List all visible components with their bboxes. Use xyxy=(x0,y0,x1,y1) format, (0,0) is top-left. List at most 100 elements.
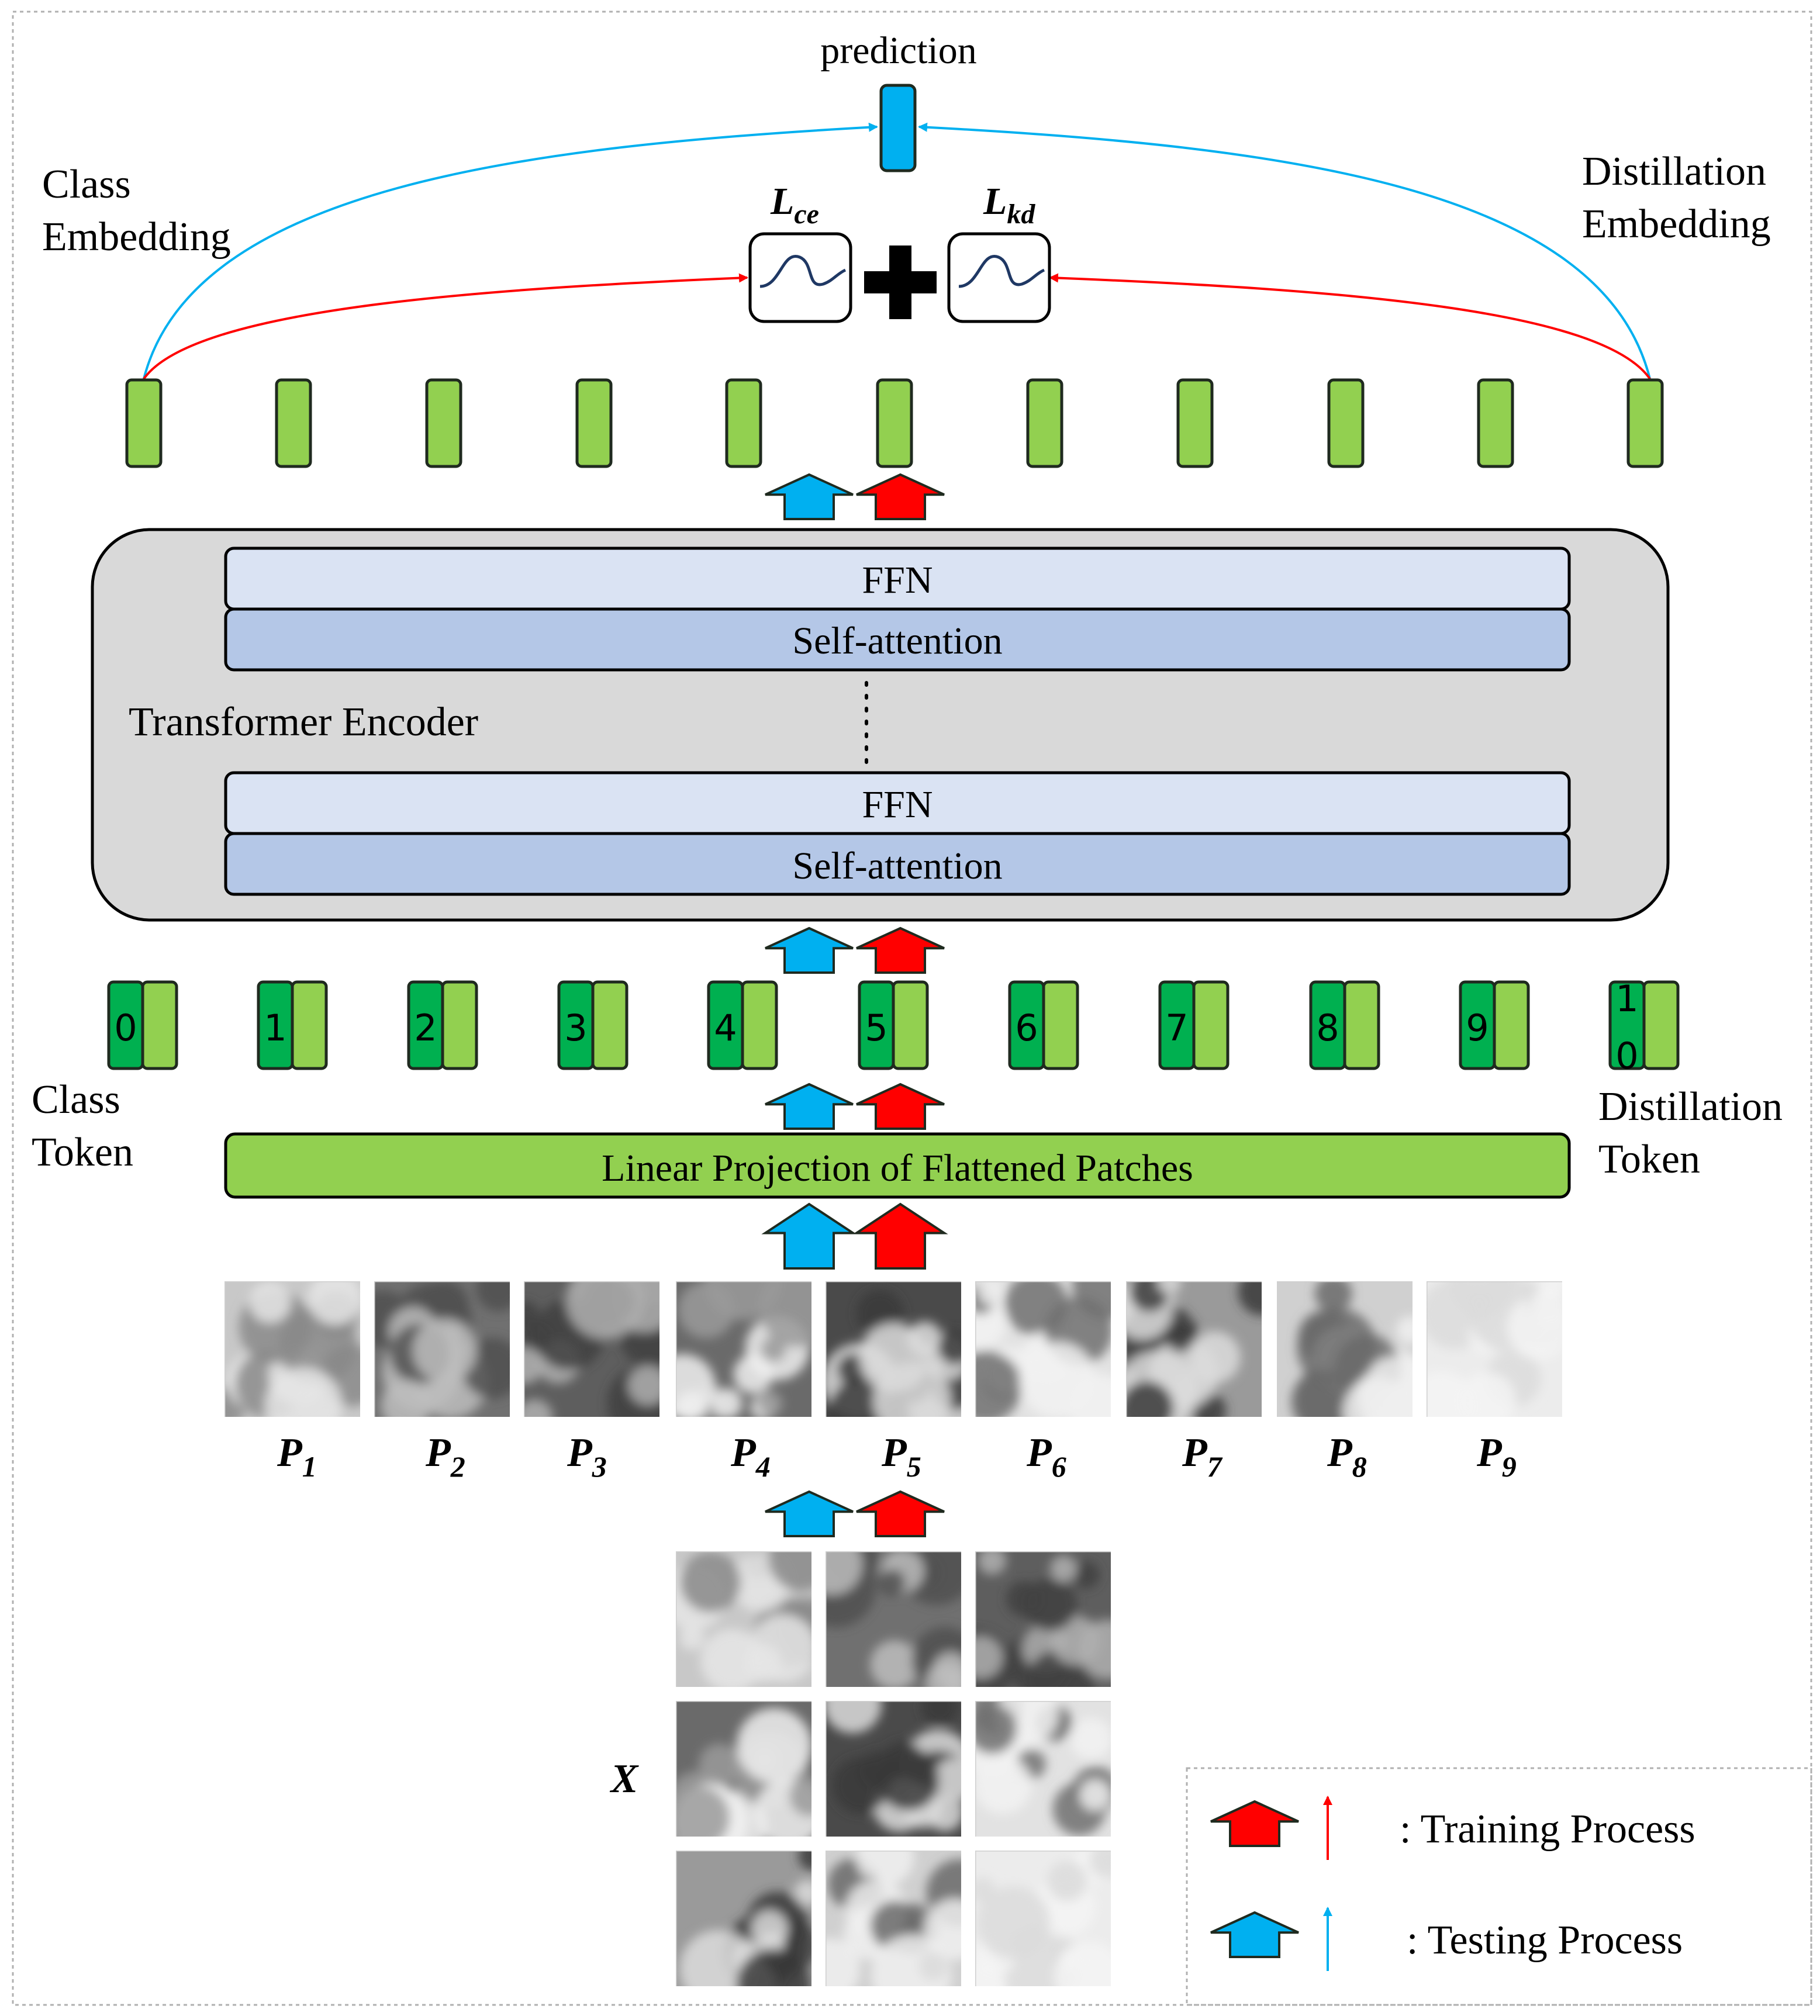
output-token xyxy=(275,378,312,468)
encoder-input-arrows xyxy=(765,926,945,974)
loss-kd-box xyxy=(947,232,1051,323)
legend-testing-block-arrow-icon xyxy=(1210,1911,1299,1958)
output-token xyxy=(1026,378,1063,468)
output-token xyxy=(1477,378,1514,468)
output-token xyxy=(1176,378,1214,468)
patch-image xyxy=(975,1281,1111,1417)
output-token xyxy=(425,378,462,468)
legend-training-block-arrow-icon xyxy=(1210,1800,1299,1847)
output-token xyxy=(575,378,613,468)
input-image-label: X xyxy=(610,1756,640,1801)
patch-image xyxy=(1277,1281,1413,1417)
patch-embedding-token xyxy=(291,980,328,1070)
image-tile xyxy=(826,1551,961,1687)
loss-ce-curve-icon xyxy=(759,255,847,288)
training-arrow-icon xyxy=(856,473,945,520)
output-tokens-row xyxy=(125,378,1664,468)
projection-output-arrows xyxy=(765,1083,945,1130)
prediction-label: prediction xyxy=(820,29,977,72)
output-token xyxy=(1327,378,1365,468)
ffn-label-top: FFN xyxy=(862,559,933,601)
patch-label: P1 xyxy=(277,1430,317,1483)
embedding-token: 2 xyxy=(407,980,478,1070)
token-number: 1 xyxy=(1615,977,1638,1020)
token-number: 0 xyxy=(1615,1035,1638,1077)
legend-frame xyxy=(1186,1767,1812,2006)
embedding-token: 5 xyxy=(858,980,929,1070)
self-attention-label-top: Self-attention xyxy=(792,620,1002,662)
class-to-lce-train-arrow xyxy=(143,273,748,380)
loss-ce-symbol: Lce xyxy=(770,180,819,230)
image-tile xyxy=(676,1701,811,1837)
ffn-label-bottom: FFN xyxy=(862,783,933,826)
image-tile xyxy=(676,1851,811,1986)
patch-image xyxy=(374,1281,510,1417)
token-number: 7 xyxy=(1165,1007,1188,1049)
prediction-token xyxy=(879,84,917,172)
input-image-grid xyxy=(676,1551,1111,1986)
distill-to-lkd-train-arrow xyxy=(1049,273,1651,380)
image-tile xyxy=(975,1851,1111,1986)
embedding-token: 6 xyxy=(1008,980,1079,1070)
distillation-embedding-label-line2: Embedding xyxy=(1582,202,1771,247)
testing-arrow-icon xyxy=(765,926,854,974)
transformer-encoder-label: Transformer Encoder xyxy=(129,700,478,745)
patch-image xyxy=(1126,1281,1262,1417)
class-to-prediction-test-arrow xyxy=(143,122,878,379)
legend: : Training Process : Testing Process xyxy=(1186,1767,1812,2006)
patch-image xyxy=(676,1281,811,1417)
plus-icon xyxy=(864,245,937,319)
class-token-label-line1: Class xyxy=(32,1077,120,1122)
loss-ce-box xyxy=(748,232,852,323)
distillation-token-label-line2: Token xyxy=(1598,1137,1700,1182)
embedding-token: 8 xyxy=(1309,980,1380,1070)
token-number: 6 xyxy=(1015,1007,1038,1049)
linear-projection-block xyxy=(224,1132,1571,1199)
legend-testing-label: : Testing Process xyxy=(1407,1918,1683,1963)
training-arrow-icon xyxy=(856,1490,945,1537)
outer-frame xyxy=(12,11,1812,2006)
testing-arrow-icon xyxy=(761,1202,857,1270)
patch-embedding-token xyxy=(591,980,628,1070)
image-tile xyxy=(826,1701,961,1837)
testing-arrow-icon xyxy=(765,1490,854,1537)
patch-embedding-token xyxy=(1343,980,1380,1070)
testing-arrow-icon xyxy=(765,473,854,520)
output-token xyxy=(725,378,762,468)
embedding-token: 0 xyxy=(107,980,178,1070)
self-attention-label-bottom: Self-attention xyxy=(792,845,1002,887)
distill-to-prediction-test-arrow xyxy=(918,122,1651,379)
patch-image xyxy=(1427,1281,1562,1417)
distillation-embedding-label-line1: Distillation xyxy=(1582,149,1766,194)
patch-label: P3 xyxy=(567,1430,607,1483)
embedding-token: 9 xyxy=(1459,980,1530,1070)
class-embedding-label-line2: Embedding xyxy=(42,215,231,260)
image-tile xyxy=(975,1701,1111,1837)
training-arrow-icon xyxy=(856,926,945,974)
patch-embedding-token xyxy=(1493,980,1530,1070)
token-number: 8 xyxy=(1316,1007,1339,1049)
patch-label: P5 xyxy=(881,1430,921,1483)
patch-embedding-token xyxy=(141,980,178,1070)
patch-image xyxy=(524,1281,659,1417)
token-number: 0 xyxy=(114,1007,137,1049)
token-number: 1 xyxy=(264,1007,286,1049)
legend-training-label: : Training Process xyxy=(1400,1807,1695,1852)
patch-embedding-token xyxy=(1042,980,1079,1070)
token-number: 5 xyxy=(865,1007,887,1049)
patch-label: P9 xyxy=(1476,1430,1517,1483)
self-attention-block-top xyxy=(224,607,1571,672)
class-token-label-line2: Token xyxy=(32,1130,133,1175)
embedding-token: 3 xyxy=(557,980,628,1070)
patch-embedding-token xyxy=(441,980,478,1070)
output-token xyxy=(876,378,913,468)
patches-row xyxy=(225,1281,1562,1417)
embedding-token: 7 xyxy=(1158,980,1230,1070)
loss-ce: Lce xyxy=(748,180,852,323)
linear-projection-label: Linear Projection of Flattened Patches xyxy=(602,1147,1193,1189)
training-arrow-icon xyxy=(856,1083,945,1130)
training-arrow-icon xyxy=(852,1202,948,1270)
